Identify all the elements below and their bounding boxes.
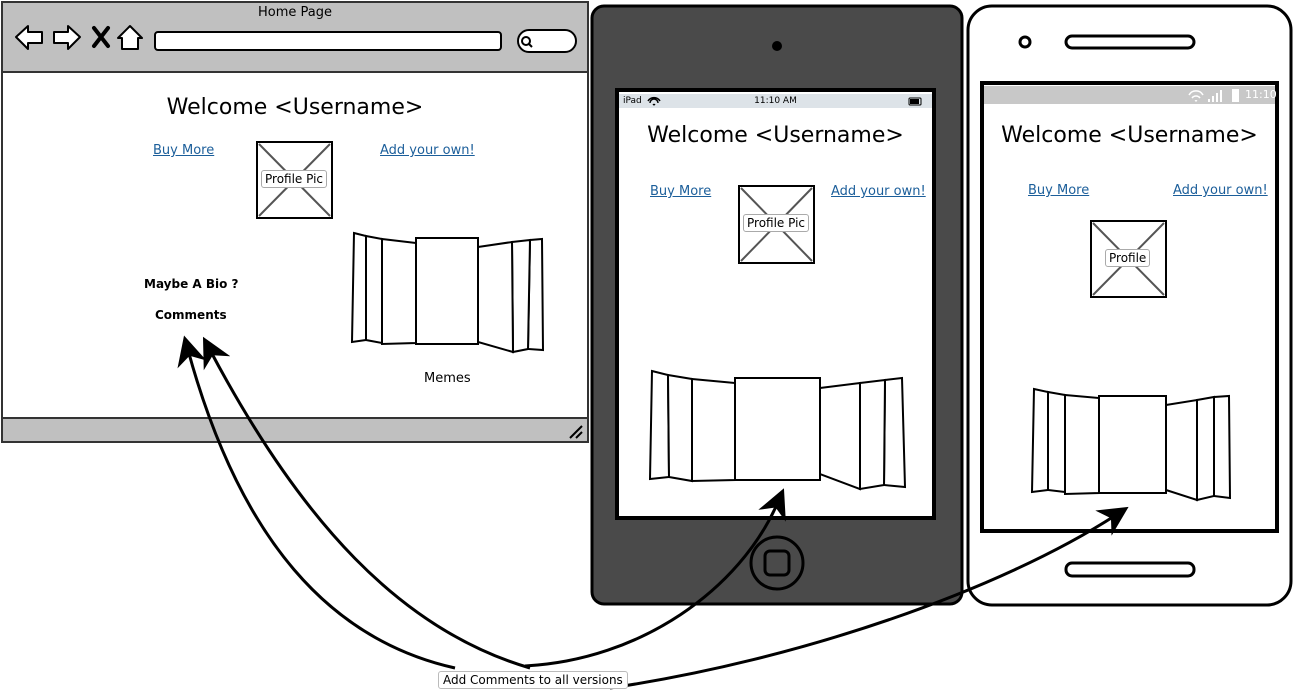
back-arrow-icon xyxy=(15,25,43,50)
resize-grip-icon xyxy=(569,425,583,439)
search-field xyxy=(517,29,577,53)
phone-speaker xyxy=(1064,34,1196,50)
browser-memes-label: Memes xyxy=(424,371,471,386)
phone-add-your-own-link[interactable]: Add your own! xyxy=(1173,183,1268,198)
phone-wifi-icon xyxy=(1188,90,1204,102)
phone-buy-more-link[interactable]: Buy More xyxy=(1028,183,1090,198)
annotation-arrows xyxy=(177,335,1129,690)
phone-home-bar xyxy=(1064,561,1196,578)
phone-status-time: 11:10 xyxy=(1245,88,1277,101)
ipad-status-device: iPad xyxy=(623,96,642,106)
browser-profile-pic-label: Profile Pic xyxy=(261,170,328,188)
search-icon xyxy=(521,36,531,46)
phone-memes-carousel xyxy=(1030,387,1232,502)
arrow-to-browser-comments-1 xyxy=(177,335,456,670)
arrow-to-ipad xyxy=(524,488,786,668)
browser-add-your-own-link[interactable]: Add your own! xyxy=(380,143,475,158)
forward-arrow-icon xyxy=(53,25,81,50)
home-icon xyxy=(117,25,143,50)
close-icon xyxy=(92,26,110,48)
phone-device xyxy=(966,4,1293,607)
browser-comments-label: Comments xyxy=(155,308,227,322)
ipad-buy-more-link[interactable]: Buy More xyxy=(650,184,712,199)
phone-camera-icon xyxy=(1018,35,1032,49)
ipad-status-time: 11:10 AM xyxy=(754,96,797,106)
annotation-note: Add Comments to all versions xyxy=(438,671,628,689)
address-bar xyxy=(154,31,502,51)
ipad-welcome-heading: Welcome <Username> xyxy=(647,123,904,148)
browser-buy-more-link[interactable]: Buy More xyxy=(153,143,215,158)
ipad-add-your-own-link[interactable]: Add your own! xyxy=(831,184,926,199)
ipad-camera-icon xyxy=(772,41,782,51)
ipad-home-button xyxy=(749,535,805,591)
arrow-to-phone xyxy=(609,506,1129,690)
ipad-profile-pic-label: Profile Pic xyxy=(743,214,810,232)
battery-icon xyxy=(908,97,922,106)
browser-title: Home Page xyxy=(258,5,332,20)
ipad-memes-carousel xyxy=(648,369,907,491)
browser-memes-carousel xyxy=(350,231,545,354)
browser-bio-label: Maybe A Bio ? xyxy=(144,277,239,291)
browser-welcome-heading: Welcome <Username> xyxy=(166,95,424,120)
arrow-to-browser-comments-2 xyxy=(202,336,531,670)
phone-profile-pic-label: Profile xyxy=(1105,249,1151,267)
browser-window xyxy=(1,1,589,443)
phone-battery-icon xyxy=(1232,89,1239,102)
phone-signal-icon xyxy=(1208,90,1222,102)
wifi-icon xyxy=(647,96,661,106)
phone-welcome-heading: Welcome <Username> xyxy=(1001,123,1258,148)
